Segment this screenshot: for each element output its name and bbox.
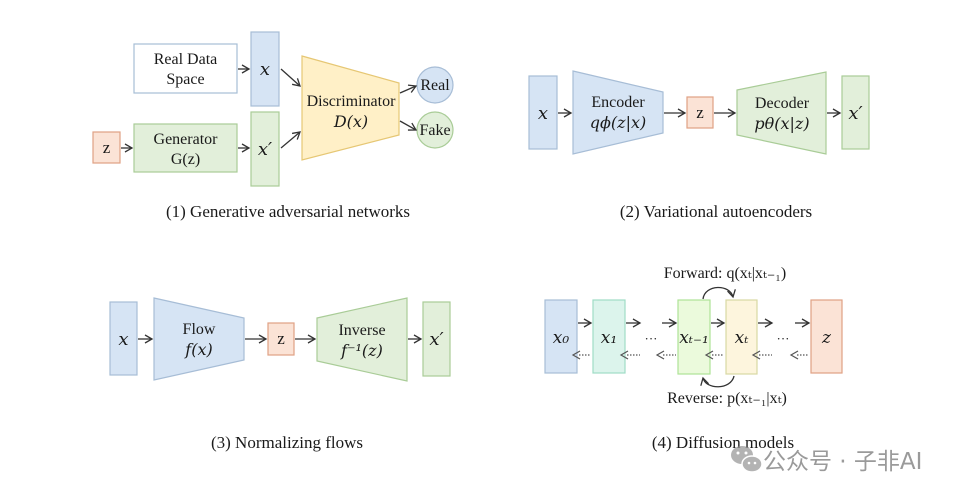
vae-caption: (2) Variational autoencoders bbox=[620, 202, 812, 221]
fake-output-label: Fake bbox=[419, 122, 450, 139]
diffusion-panel: Forward: q(xₜ|xₜ₋₁) x₀ x₁ ··· xₜ₋₁ xₜ ··… bbox=[544, 265, 843, 452]
reverse-loop-arrow bbox=[700, 375, 735, 388]
discriminator-label: Discriminator bbox=[307, 93, 397, 110]
forward-process-label: Forward: q(xₜ|xₜ₋₁) bbox=[664, 265, 786, 282]
generator-fn-label: G(z) bbox=[171, 151, 200, 168]
encoder-trapezoid bbox=[572, 70, 664, 155]
watermark: 公众号 · 子非AI bbox=[731, 446, 922, 475]
inverse-trapezoid bbox=[316, 297, 408, 382]
diffusion-z-label: z bbox=[821, 328, 832, 348]
diffusion-caption: (4) Diffusion models bbox=[652, 433, 794, 452]
real-output-label: Real bbox=[420, 77, 450, 94]
xt-minus-1-label: xₜ₋₁ bbox=[679, 328, 709, 348]
generator-box bbox=[133, 123, 238, 173]
flow-panel: x Flow f(x) z Inverse f⁻¹(z) x′ (3) Norm… bbox=[109, 297, 451, 452]
decoder-label: Decoder bbox=[755, 95, 810, 112]
gan-panel: Real Data Space x z Generator G(z) x′ Di… bbox=[92, 31, 454, 221]
decoder-trapezoid bbox=[736, 71, 827, 155]
xt-box bbox=[725, 299, 758, 375]
gan-z-box bbox=[92, 131, 121, 164]
vae-z-label: z bbox=[696, 103, 704, 122]
xt-minus-1-box bbox=[677, 299, 711, 375]
gan-x-label: x bbox=[260, 59, 270, 80]
vae-x-prime-box bbox=[841, 75, 870, 150]
x0-label: x₀ bbox=[553, 328, 570, 348]
arrow-x-prime-to-discriminator bbox=[280, 131, 302, 149]
flow-z-box bbox=[267, 322, 295, 356]
forward-loop-arrow bbox=[702, 286, 736, 300]
encoder-label: Encoder bbox=[591, 94, 645, 111]
gan-x-box bbox=[250, 31, 280, 107]
flow-x-box bbox=[109, 301, 138, 376]
watermark-text: 公众号 · 子非AI bbox=[763, 449, 922, 475]
gan-caption: (1) Generative adversarial networks bbox=[166, 202, 410, 221]
discriminator-fn-label: D(x) bbox=[333, 112, 368, 131]
arrow-discriminator-to-fake bbox=[399, 120, 418, 131]
encoder-fn-label: qϕ(z|x) bbox=[590, 113, 646, 132]
real-data-space-box bbox=[133, 43, 238, 94]
flow-x-prime-label: x′ bbox=[429, 329, 443, 350]
discriminator-trapezoid bbox=[301, 55, 400, 161]
vae-x-box bbox=[528, 75, 558, 150]
vae-x-prime-label: x′ bbox=[848, 103, 862, 124]
diffusion-z-box bbox=[810, 299, 843, 374]
ellipsis-right: ··· bbox=[777, 331, 790, 346]
reverse-process-label: Reverse: p(xₜ₋₁|xₜ) bbox=[667, 390, 787, 407]
x1-label: x₁ bbox=[601, 328, 617, 348]
flow-trapezoid bbox=[153, 297, 245, 381]
x0-box bbox=[544, 299, 578, 374]
arrow-x-to-discriminator bbox=[280, 68, 301, 87]
real-data-label-line1: Real Data bbox=[154, 51, 218, 68]
decoder-fn-label: pθ(x|z) bbox=[754, 114, 809, 133]
gan-x-prime-label: x′ bbox=[258, 139, 272, 160]
vae-x-label: x bbox=[538, 103, 548, 124]
generator-label: Generator bbox=[154, 131, 219, 148]
flow-label: Flow bbox=[183, 321, 216, 338]
wechat-icon bbox=[731, 446, 763, 473]
flow-x-label: x bbox=[118, 329, 128, 350]
flow-caption: (3) Normalizing flows bbox=[211, 433, 363, 452]
inverse-label: Inverse bbox=[338, 322, 385, 339]
vae-panel: x Encoder qϕ(z|x) z Decoder pθ(x|z) x′ (… bbox=[528, 70, 870, 221]
ellipsis-left: ··· bbox=[645, 331, 658, 346]
flow-fn-label: f(x) bbox=[184, 340, 212, 359]
flow-z-label: z bbox=[277, 329, 285, 348]
inverse-fn-label: f⁻¹(z) bbox=[340, 341, 383, 360]
real-data-label-line2: Space bbox=[166, 71, 204, 88]
x1-box bbox=[592, 299, 626, 374]
flow-x-prime-box bbox=[422, 301, 451, 377]
xt-label: xₜ bbox=[735, 328, 750, 348]
vae-z-box bbox=[686, 96, 714, 129]
gan-z-label: z bbox=[103, 138, 111, 157]
gan-x-prime-box bbox=[250, 111, 280, 187]
arrow-discriminator-to-real bbox=[399, 84, 418, 94]
